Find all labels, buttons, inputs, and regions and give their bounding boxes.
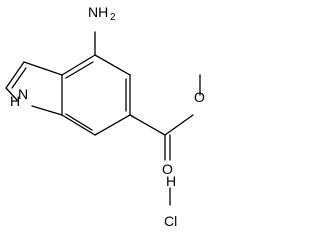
structure-canvas: NH 2 N H O O H Cl — [5, 4, 205, 229]
carbonyl-oxygen-label: O — [162, 161, 173, 177]
pyrrole-ring — [5, 61, 63, 116]
molecule-drawing: NH 2 N H O O H Cl — [5, 4, 205, 229]
ester-group — [129, 74, 201, 161]
benzene-ring — [61, 54, 131, 136]
amine-subscript: 2 — [110, 12, 116, 23]
indole-nitrogen-label: N — [18, 86, 28, 102]
indole-hydrogen-label: H — [10, 93, 20, 109]
hcl-hydrogen-label: H — [166, 173, 176, 189]
amine-nitrogen-label: NH — [88, 4, 108, 20]
hcl-chlorine-label: Cl — [164, 213, 177, 229]
ester-oxygen-label: O — [194, 89, 205, 105]
